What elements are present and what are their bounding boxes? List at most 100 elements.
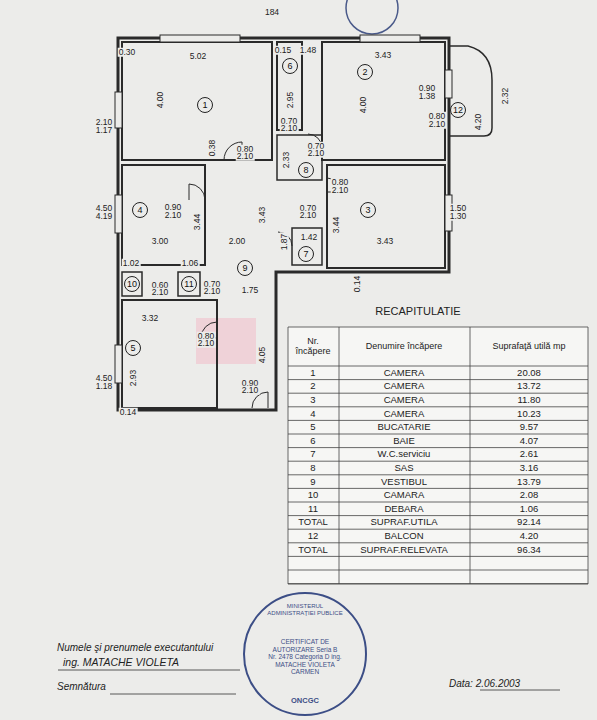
table-cell: SUPRAF.RELEVATA — [359, 545, 449, 555]
table-rule — [288, 461, 588, 462]
callout-number: 4 — [137, 205, 142, 215]
dimension: 4.19 — [95, 212, 114, 221]
table-cell: CAMERA — [383, 395, 426, 405]
window — [160, 35, 240, 42]
table-rule — [288, 327, 588, 328]
room-wall — [292, 228, 322, 265]
table-cell: 3 — [309, 395, 316, 405]
table-header: Nr. încăpere — [288, 336, 338, 357]
dimension: 2.10 — [151, 288, 170, 297]
dimension: 2.95 — [286, 91, 295, 110]
dimension: 1.48 — [299, 46, 318, 55]
table-rule — [288, 502, 588, 503]
table-cell: 9.57 — [519, 422, 540, 432]
table-rule — [288, 529, 588, 530]
door-swing — [189, 184, 205, 200]
table-rule — [288, 583, 588, 584]
signature-note: Data: 2.06.2003 — [448, 679, 521, 689]
dimension: 2.00 — [228, 237, 247, 246]
window — [115, 345, 122, 383]
dimension: 1.30 — [449, 212, 468, 221]
dimension: 3.44 — [332, 216, 341, 235]
underline — [58, 670, 240, 671]
room-number: 4 — [132, 202, 148, 218]
room-number: 12 — [450, 102, 466, 118]
balcony — [449, 46, 492, 136]
dimension: 0.15 — [274, 46, 293, 55]
table-rule — [470, 327, 471, 584]
callout-number: 3 — [365, 205, 370, 215]
table-rule — [288, 406, 588, 407]
dimension: 2.33 — [282, 151, 291, 170]
table-rule — [288, 584, 588, 585]
room-wall — [122, 272, 142, 296]
callout-number: 9 — [242, 263, 247, 273]
dimension: 2.10 — [299, 211, 318, 220]
underline — [480, 690, 560, 691]
table-cell: 1 — [309, 368, 316, 378]
stamp-text: CERTIFICAT DE AUTORIZARE Seria B Nr. 247… — [268, 638, 342, 675]
dimension: 184 — [264, 8, 280, 17]
room-wall — [122, 42, 272, 160]
dimension: 1.75 — [241, 286, 260, 295]
windows — [115, 35, 452, 383]
partial-stamp — [346, 0, 398, 34]
dimension: 3.43 — [374, 51, 393, 60]
table-cell: CAMARA — [383, 490, 426, 500]
dimension: 2.32 — [501, 87, 510, 106]
table-cell: 4 — [309, 409, 316, 419]
dimension: 3.43 — [376, 237, 395, 246]
table-grid — [288, 327, 588, 584]
table-rule — [288, 570, 588, 571]
table-cell: 1.06 — [519, 504, 540, 514]
table-cell: 3.16 — [519, 463, 540, 473]
dimension: 2.10 — [307, 149, 326, 158]
table-rule — [288, 556, 588, 557]
stamp-text: ONCGC — [275, 697, 335, 706]
room-wall — [178, 272, 200, 296]
callout-number: 6 — [287, 61, 292, 71]
table-cell: 13.79 — [516, 477, 542, 487]
room-number: 2 — [357, 64, 373, 80]
table-rule — [288, 420, 588, 421]
table-cell: 12 — [307, 531, 320, 541]
callout-number: 1 — [202, 100, 207, 110]
window — [115, 92, 122, 128]
callout-number: 11 — [184, 279, 193, 289]
doors — [189, 134, 341, 408]
official-stamp: MINISTERUL ADMINISTRAŢIEI PUBLICE CERTIFI… — [243, 592, 367, 716]
room-wall — [327, 165, 445, 268]
table-rule — [288, 366, 588, 367]
table-rule — [288, 327, 289, 584]
table-cell: TOTAL — [297, 545, 329, 555]
table-cell: CAMERA — [383, 382, 426, 392]
table-cell: 96.34 — [516, 545, 542, 555]
walls — [118, 38, 492, 410]
table-cell: W.C.serviciu — [377, 450, 432, 460]
dimension: 2.10 — [280, 124, 299, 133]
table-cell: 7 — [309, 450, 316, 460]
dimension: 5.02 — [189, 52, 208, 61]
table-rule — [288, 393, 588, 394]
room-number: 6 — [282, 58, 298, 74]
table-header: Suprafaţă utilă mp — [488, 341, 570, 351]
window — [360, 35, 420, 42]
dimension: 2.10 — [428, 120, 447, 129]
room-number: 11 — [181, 276, 197, 292]
dimension: 1.17 — [95, 126, 114, 135]
table-cell: 2 — [309, 382, 316, 392]
table-rule — [288, 488, 588, 489]
table-cell: 2.08 — [519, 490, 540, 500]
table-cell: TOTAL — [297, 518, 329, 528]
signature-note: Semnătura — [56, 682, 107, 692]
dimension: 3.43 — [258, 206, 267, 225]
watermark — [196, 318, 256, 364]
room-number: 3 — [360, 202, 376, 218]
table-cell: CAMERA — [383, 409, 426, 419]
table-cell: BALCON — [383, 531, 424, 541]
table-cell: BAIE — [392, 436, 416, 446]
stamp-text: MINISTERUL ADMINISTRAŢIEI PUBLICE — [266, 603, 344, 617]
table-cell: 10.23 — [516, 409, 542, 419]
dimension: 2.10 — [331, 186, 350, 195]
